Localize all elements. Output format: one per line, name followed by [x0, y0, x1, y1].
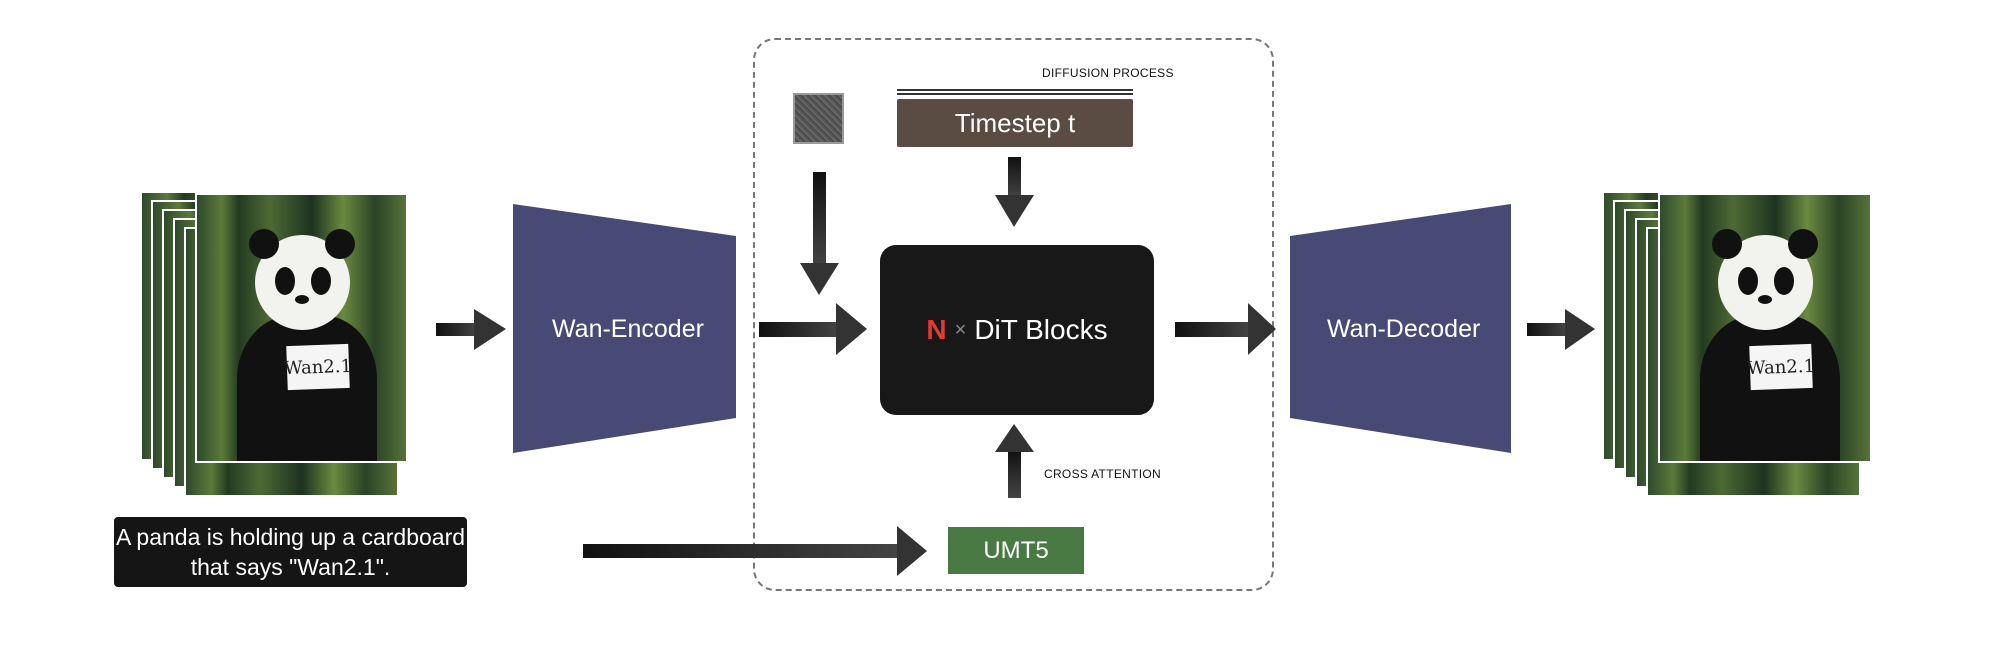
- arrow-prompt-to-umt5-icon: [583, 526, 927, 576]
- arrow-encoder-to-dit-icon: [759, 303, 867, 355]
- timestep-box: Timestep t: [897, 99, 1133, 147]
- arrow-umt5-to-dit-icon: [995, 424, 1034, 498]
- panda-ear: [325, 229, 355, 259]
- panda-eye: [1738, 267, 1758, 295]
- timestep-stack-line: [897, 93, 1133, 95]
- panda-frame: Wan2.1: [1658, 193, 1872, 463]
- cross-attention-label: CROSS ATTENTION: [1044, 467, 1161, 481]
- dit-blocks-label: DiT Blocks: [974, 314, 1108, 345]
- panda-ear: [1788, 229, 1818, 259]
- panda-sign: Wan2.1: [284, 343, 352, 391]
- diffusion-region: [753, 38, 1274, 591]
- panda-eye: [275, 267, 295, 295]
- output-video-frames: Wan2.1: [1602, 191, 1874, 497]
- dit-n-label: N: [926, 314, 947, 345]
- panda-eye: [311, 267, 331, 295]
- panda-sign: Wan2.1: [1747, 343, 1815, 391]
- input-video-frames: Wan2.1: [140, 191, 410, 497]
- text-prompt-box: A panda is holding up a cardboard that s…: [114, 517, 467, 587]
- panda-eye: [1774, 267, 1794, 295]
- arrow-dit-to-decoder-icon: [1175, 303, 1276, 355]
- panda-nose: [295, 295, 309, 304]
- arrow-input-to-encoder-icon: [436, 309, 506, 350]
- diffusion-process-label: DIFFUSION PROCESS: [1042, 66, 1174, 80]
- noise-latent-image: [793, 93, 844, 144]
- arrow-noise-to-dit-icon: [800, 172, 839, 295]
- dit-blocks-box: N × DiT Blocks: [880, 245, 1154, 415]
- wan-decoder-shape: [1290, 204, 1511, 453]
- panda-head: [249, 229, 355, 330]
- dit-times-label: ×: [954, 318, 967, 341]
- arrow-timestep-to-dit-icon: [995, 157, 1034, 227]
- panda-frame: Wan2.1: [195, 193, 408, 463]
- wan-encoder-label: Wan-Encoder: [552, 315, 704, 343]
- panda-ear: [1712, 229, 1742, 259]
- wan-decoder-label: Wan-Decoder: [1327, 315, 1481, 343]
- timestep-stack-line: [897, 89, 1133, 91]
- umt5-box: UMT5: [948, 527, 1084, 574]
- panda-nose: [1758, 295, 1772, 304]
- wan-encoder-shape: [513, 204, 736, 453]
- panda-ear: [249, 229, 279, 259]
- arrow-decoder-to-output-icon: [1527, 309, 1595, 350]
- panda-head: [1712, 229, 1818, 330]
